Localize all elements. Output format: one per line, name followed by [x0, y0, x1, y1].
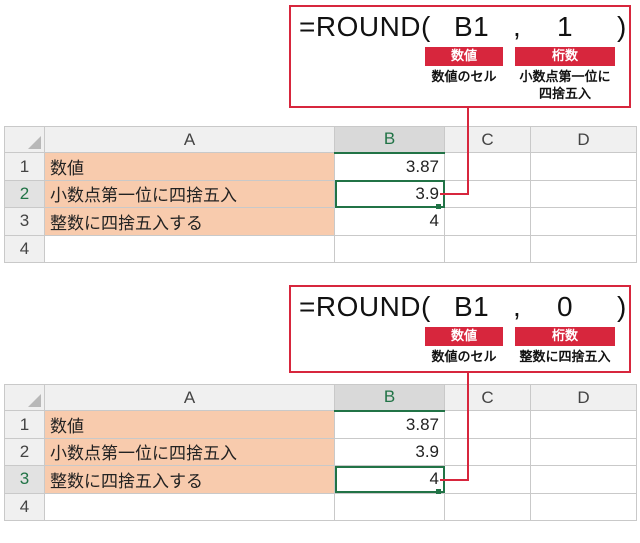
- fill-handle[interactable]: [436, 204, 441, 209]
- cell-d2[interactable]: [530, 437, 637, 467]
- column-header-d[interactable]: D: [530, 383, 637, 412]
- cell-c3[interactable]: [444, 207, 531, 236]
- spreadsheet-grid: A B C D 1 数値 3.87 2 小数点第一位に四捨五入 3.9 3 整数…: [4, 125, 637, 264]
- row-header-3[interactable]: 3: [4, 465, 45, 494]
- row-header-4[interactable]: 4: [4, 234, 45, 264]
- desc-digits: 小数点第一位に 四捨五入: [509, 69, 621, 103]
- tag-number: 数値: [425, 327, 503, 346]
- tag-number: 数値: [425, 47, 503, 66]
- tag-digits: 桁数: [515, 327, 615, 346]
- column-header-b[interactable]: B: [334, 383, 445, 412]
- cell-a2[interactable]: 小数点第一位に四捨五入: [44, 179, 335, 209]
- example-panel-round-0-digit: =ROUND( B1 , 0 ) 数値 桁数 数値のセル 整数に四捨五入 A B…: [0, 280, 640, 543]
- cell-d1[interactable]: [530, 152, 637, 181]
- column-header-a[interactable]: A: [44, 383, 335, 412]
- desc-digits-line1: 整数に四捨五入: [519, 350, 611, 365]
- cell-d3[interactable]: [530, 465, 637, 494]
- cell-b3-active[interactable]: 4: [334, 465, 445, 494]
- select-all-corner[interactable]: [4, 125, 45, 154]
- cell-b4[interactable]: [334, 234, 445, 264]
- column-header-b[interactable]: B: [334, 125, 445, 154]
- formula-close-paren: ): [617, 11, 627, 42]
- cell-b1[interactable]: 3.87: [334, 410, 445, 439]
- desc-digits-line2: 四捨五入: [538, 87, 591, 102]
- spreadsheet-grid: A B C D 1 数値 3.87 2 小数点第一位に四捨五入 3.9 3 整数…: [4, 383, 637, 522]
- row-header-2[interactable]: 2: [4, 179, 45, 209]
- formula-comma: ,: [513, 291, 522, 322]
- tag-digits: 桁数: [515, 47, 615, 66]
- cell-d1[interactable]: [530, 410, 637, 439]
- example-panel-round-1-digit: =ROUND( B1 , 1 ) 数値 桁数 数値のセル 小数点第一位に 四捨五…: [0, 0, 640, 264]
- row-header-3[interactable]: 3: [4, 207, 45, 236]
- cell-c4[interactable]: [444, 492, 531, 522]
- formula-arg-digits: 0: [557, 291, 574, 322]
- formula-close-paren: ): [617, 291, 627, 322]
- row-header-1[interactable]: 1: [4, 410, 45, 439]
- formula-function: =ROUND(: [299, 291, 431, 322]
- formula-callout: =ROUND( B1 , 1 ) 数値 桁数 数値のセル 小数点第一位に 四捨五…: [289, 5, 631, 108]
- formula-text: =ROUND( B1 , 0 ): [299, 291, 626, 515]
- row-header-4[interactable]: 4: [4, 492, 45, 522]
- row-header-2[interactable]: 2: [4, 437, 45, 467]
- leader-line-vertical: [467, 373, 469, 481]
- cell-d2[interactable]: [530, 179, 637, 209]
- cell-a4[interactable]: [44, 492, 335, 522]
- select-all-corner[interactable]: [4, 383, 45, 412]
- cell-d3[interactable]: [530, 207, 637, 236]
- cell-c1[interactable]: [444, 410, 531, 439]
- cell-c4[interactable]: [444, 234, 531, 264]
- leader-line-horizontal: [440, 479, 469, 481]
- formula-arg-number: B1: [454, 11, 490, 42]
- cell-c2[interactable]: [444, 437, 531, 467]
- formula-text: =ROUND( B1 , 1 ): [299, 11, 626, 235]
- cell-d4[interactable]: [530, 234, 637, 264]
- cell-b4[interactable]: [334, 492, 445, 522]
- cell-b3[interactable]: 4: [334, 207, 445, 236]
- cell-b1[interactable]: 3.87: [334, 152, 445, 181]
- desc-number: 数値のセル: [431, 350, 497, 365]
- fill-handle[interactable]: [436, 489, 441, 494]
- cell-a2[interactable]: 小数点第一位に四捨五入: [44, 437, 335, 467]
- cell-b2-active[interactable]: 3.9: [334, 179, 445, 209]
- formula-arg-number: B1: [454, 291, 490, 322]
- cell-a3[interactable]: 整数に四捨五入する: [44, 207, 335, 236]
- cell-d4[interactable]: [530, 492, 637, 522]
- formula-comma: ,: [513, 11, 522, 42]
- column-header-a[interactable]: A: [44, 125, 335, 154]
- leader-line-horizontal: [440, 193, 469, 195]
- cell-c1[interactable]: [444, 152, 531, 181]
- cell-a1[interactable]: 数値: [44, 152, 335, 181]
- cell-a1[interactable]: 数値: [44, 410, 335, 439]
- formula-function: =ROUND(: [299, 11, 431, 42]
- desc-digits: 整数に四捨五入: [509, 349, 621, 366]
- formula-arg-digits: 1: [557, 11, 574, 42]
- column-header-c[interactable]: C: [444, 383, 531, 412]
- cell-b2[interactable]: 3.9: [334, 437, 445, 467]
- formula-callout: =ROUND( B1 , 0 ) 数値 桁数 数値のセル 整数に四捨五入: [289, 285, 631, 373]
- leader-line-vertical: [467, 108, 469, 195]
- desc-number: 数値のセル: [431, 70, 497, 85]
- row-header-1[interactable]: 1: [4, 152, 45, 181]
- column-header-c[interactable]: C: [444, 125, 531, 154]
- column-header-d[interactable]: D: [530, 125, 637, 154]
- cell-a3[interactable]: 整数に四捨五入する: [44, 465, 335, 494]
- cell-a4[interactable]: [44, 234, 335, 264]
- desc-digits-line1: 小数点第一位に: [519, 70, 611, 85]
